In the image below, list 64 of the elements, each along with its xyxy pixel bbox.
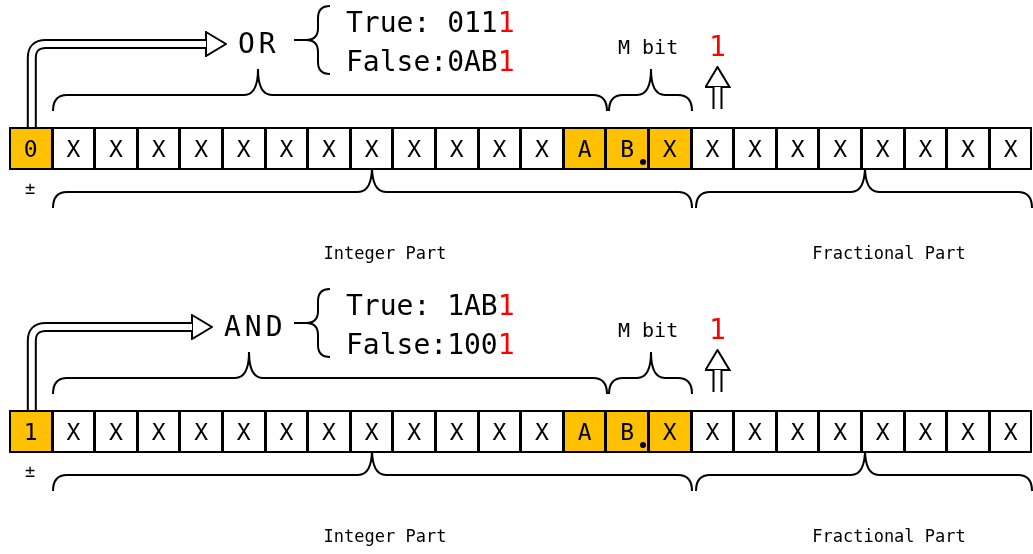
bit-cell: X <box>307 127 351 170</box>
operator-label: OR <box>238 30 280 58</box>
bit-cell: X <box>222 410 266 453</box>
result-bit: 1 <box>709 33 726 61</box>
bit-cell: X <box>733 410 777 453</box>
bit-cell: X <box>349 127 394 170</box>
bit-cell: B <box>605 410 649 453</box>
bit-cell: X <box>946 410 990 453</box>
bit-cell: X <box>136 410 181 453</box>
annotation-text: Fractional Part <box>812 528 966 545</box>
bit-cell: A <box>562 127 607 170</box>
bit-cell: X <box>179 410 223 453</box>
bit-cell: X <box>477 127 522 170</box>
bit-cell: X <box>988 410 1033 453</box>
condition-text: False:0AB1 <box>346 48 515 76</box>
annotation-text: Integer Part <box>323 528 447 545</box>
bit-cell: X <box>307 410 351 453</box>
bit-cell: X <box>136 127 181 170</box>
bit-cell: X <box>818 127 862 170</box>
condition-text: False:1001 <box>346 331 515 359</box>
bit-cell: X <box>648 410 692 453</box>
annotation-text: Integer Part <box>323 245 447 262</box>
bit-cell: X <box>435 410 479 453</box>
annotation-text: Fractional Part <box>812 245 966 262</box>
bit-cell: X <box>264 410 309 453</box>
bit-cell: X <box>903 410 948 453</box>
bit-cell: X <box>690 127 735 170</box>
bit-cell: X <box>349 410 394 453</box>
operator-label: AND <box>224 313 287 341</box>
condition-text: True: 0111 <box>346 9 515 37</box>
bit-cell: X <box>903 127 948 170</box>
bit-cell: X <box>51 127 96 170</box>
bit-cell: X <box>818 410 862 453</box>
bit-cell: X <box>520 410 564 453</box>
annotation-text: M bit <box>618 320 679 340</box>
bit-cell: X <box>435 127 479 170</box>
bit-cell: 1 <box>9 410 53 453</box>
bit-cell: X <box>946 127 990 170</box>
bit-cell: X <box>179 127 223 170</box>
bit-cell: X <box>648 127 692 170</box>
bit-cell: X <box>775 127 820 170</box>
bit-cell: X <box>392 127 436 170</box>
bit-cell: X <box>477 410 522 453</box>
bit-cell: X <box>861 127 905 170</box>
result-bit: 1 <box>709 316 726 344</box>
bit-cell: B <box>605 127 649 170</box>
bit-cell: X <box>392 410 436 453</box>
bit-cell: A <box>562 410 607 453</box>
bit-cell: X <box>690 410 735 453</box>
bit-cell: X <box>520 127 564 170</box>
bit-cell: X <box>733 127 777 170</box>
bit-cell: X <box>775 410 820 453</box>
bit-cell: X <box>51 410 96 453</box>
condition-text: True: 1AB1 <box>346 292 515 320</box>
bit-cell: X <box>222 127 266 170</box>
bit-cell: X <box>94 127 138 170</box>
bit-cell: X <box>988 127 1033 170</box>
bit-cell: 0 <box>9 127 53 170</box>
bit-cell: X <box>94 410 138 453</box>
annotation-text: M bit <box>618 37 679 57</box>
annotation-text: ± <box>25 180 36 197</box>
annotation-text: ± <box>25 463 36 480</box>
bit-cell: X <box>264 127 309 170</box>
bit-cell: X <box>861 410 905 453</box>
